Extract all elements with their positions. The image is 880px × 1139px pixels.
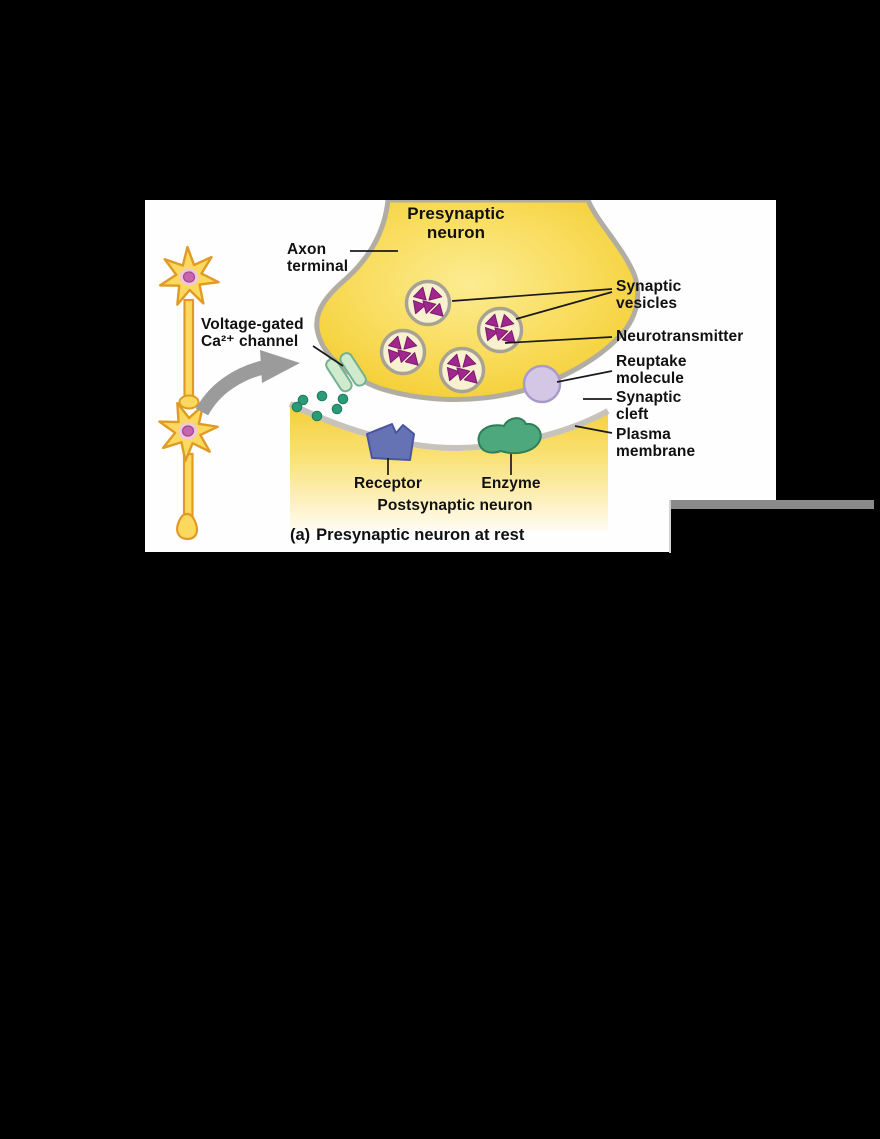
bottom-right-overlay-bar	[670, 500, 874, 509]
axon-bouton	[178, 394, 200, 410]
plasma-membrane-label: Plasma membrane	[616, 426, 696, 460]
neurotransmitter-label: Neurotransmitter	[616, 328, 744, 345]
leader-calcium-channel	[312, 345, 344, 367]
bottom-right-overlay-edge	[669, 500, 671, 553]
synaptic-cleft-label: Synaptic cleft	[616, 389, 682, 423]
caption-marker: (a)	[290, 526, 311, 544]
axon-shaft	[183, 298, 195, 402]
leader-neurotransmitter	[504, 336, 613, 344]
receptor-shape	[366, 423, 415, 461]
figure-panel: Presynaptic neuron Axon terminal Voltage…	[145, 200, 776, 552]
postsynaptic-membrane	[288, 401, 610, 452]
leader-synaptic-vesicle-1	[451, 288, 613, 302]
zoom-arrow	[195, 350, 300, 416]
receptor-label: Receptor	[354, 475, 422, 492]
synaptic-vesicles-label: Synaptic vesicles	[616, 278, 682, 312]
synaptic-vesicle	[407, 282, 450, 325]
leader-lines	[312, 250, 613, 475]
reuptake-molecule-shape	[522, 364, 562, 404]
leader-reuptake	[556, 370, 613, 383]
leader-synaptic-vesicle-2	[515, 291, 613, 320]
neurotransmitter-dots	[291, 390, 349, 422]
bottom-right-overlay	[670, 509, 874, 554]
calcium-channel-label: Voltage-gated Ca²⁺ channel	[201, 316, 304, 350]
postsynaptic-neuron-label: Postsynaptic neuron	[377, 497, 533, 514]
reuptake-molecule-label: Reuptake molecule	[616, 353, 687, 387]
presynaptic-neuron-label: Presynaptic neuron	[407, 204, 505, 242]
synaptic-vesicle	[479, 309, 522, 352]
axon-end-bulb	[176, 512, 199, 541]
synaptic-vesicle	[441, 349, 484, 392]
enzyme-shape	[477, 417, 542, 455]
caption-text: Presynaptic neuron at rest	[316, 526, 525, 544]
calcium-channel-shape	[325, 352, 367, 393]
axon-terminal-label: Axon terminal	[287, 241, 349, 275]
synaptic-vesicle	[382, 331, 425, 374]
figure-caption: (a) Presynaptic neuron at rest	[290, 526, 524, 545]
whole-neuron-diagram	[155, 242, 225, 541]
synapse-diagram	[155, 200, 641, 541]
leader-plasma-membrane	[574, 425, 613, 434]
enzyme-label: Enzyme	[481, 475, 541, 492]
